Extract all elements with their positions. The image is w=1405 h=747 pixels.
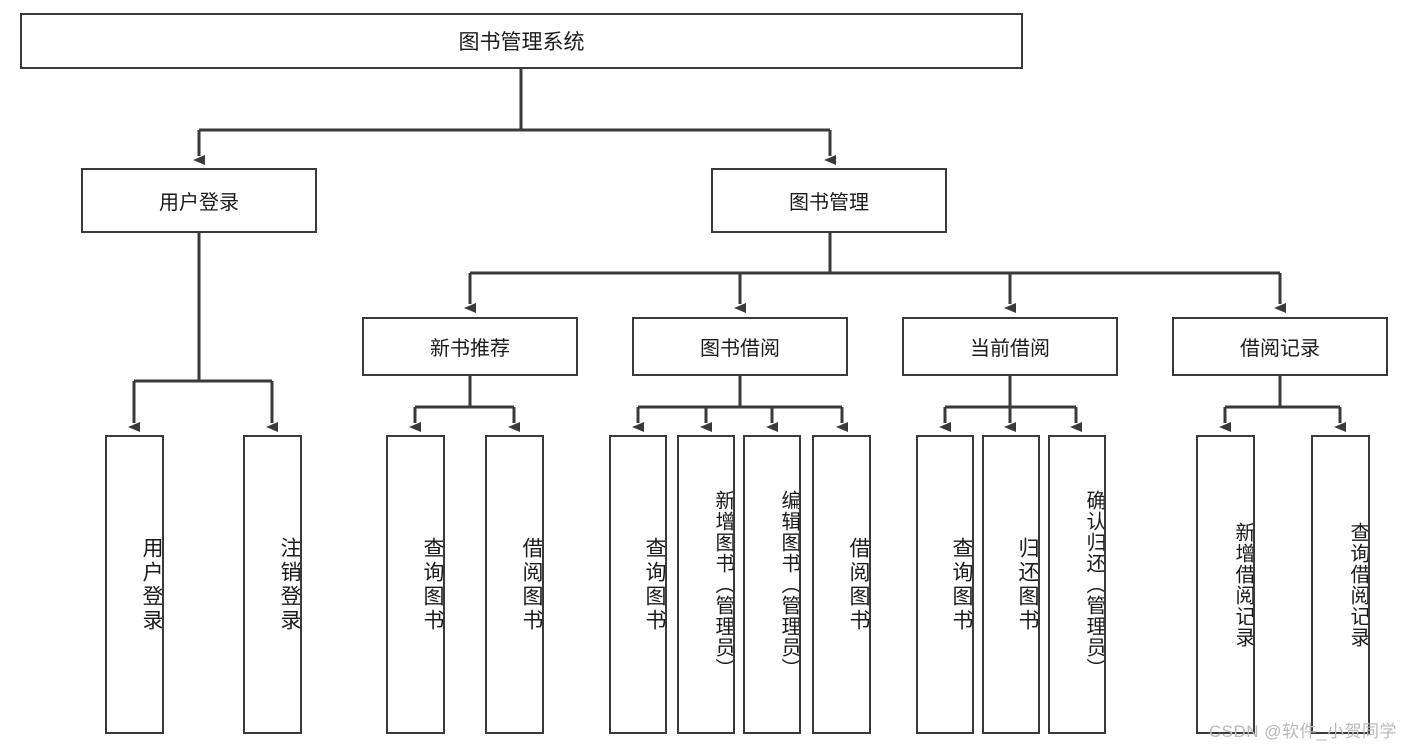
leaf-recommend-borrow-book[interactable]: 借阅图书	[485, 435, 544, 734]
node-label: 编辑图书（管理员）	[778, 490, 800, 679]
leaf-borrow-query-book[interactable]: 查询图书	[609, 435, 667, 734]
leaf-current-confirm-return-admin[interactable]: 确认归还（管理员）	[1048, 435, 1106, 734]
node-label: 图书管理	[789, 192, 869, 214]
node-label: 用户登录	[159, 192, 239, 214]
node-user-login[interactable]: 用户登录	[81, 168, 317, 233]
leaf-borrow-edit-book-admin[interactable]: 编辑图书（管理员）	[743, 435, 801, 734]
leaf-record-add-record[interactable]: 新增借阅记录	[1196, 435, 1255, 734]
node-root-system[interactable]: 图书管理系统	[20, 13, 1023, 69]
node-book-borrow[interactable]: 图书借阅	[632, 317, 848, 376]
csdn-watermark: CSDN @软件_小贺同学	[1208, 722, 1397, 741]
node-new-book-recommend[interactable]: 新书推荐	[362, 317, 578, 376]
node-label: 新增图书（管理员）	[712, 490, 734, 679]
node-book-management[interactable]: 图书管理	[711, 168, 947, 233]
leaf-current-query-book[interactable]: 查询图书	[916, 435, 974, 734]
node-current-borrow[interactable]: 当前借阅	[902, 317, 1118, 376]
node-label: 当前借阅	[970, 338, 1050, 360]
leaf-user-login-signout[interactable]: 注销登录	[243, 435, 302, 734]
node-label: 借阅图书	[520, 536, 543, 633]
node-label: 查询图书	[421, 536, 444, 633]
node-label: 用户登录	[140, 536, 163, 633]
leaf-user-login-signin[interactable]: 用户登录	[105, 435, 164, 734]
node-label: 确认归还（管理员）	[1083, 490, 1105, 679]
node-label: 查询图书	[950, 536, 973, 633]
node-label: 注销登录	[278, 536, 301, 633]
node-label: 图书借阅	[700, 338, 780, 360]
leaf-current-return-book[interactable]: 归还图书	[982, 435, 1040, 734]
node-borrow-record[interactable]: 借阅记录	[1172, 317, 1388, 376]
node-label: 查询借阅记录	[1347, 521, 1369, 648]
node-label: 图书管理系统	[458, 31, 585, 54]
leaf-borrow-borrow-book[interactable]: 借阅图书	[812, 435, 871, 734]
leaf-record-query-record[interactable]: 查询借阅记录	[1311, 435, 1370, 734]
leaf-borrow-add-book-admin[interactable]: 新增图书（管理员）	[677, 435, 735, 734]
node-label: 借阅记录	[1240, 338, 1320, 360]
node-label: 新书推荐	[430, 338, 510, 360]
node-label: 归还图书	[1016, 536, 1039, 633]
node-label: 查询图书	[643, 536, 666, 633]
leaf-recommend-query-book[interactable]: 查询图书	[386, 435, 445, 734]
node-label: 新增借阅记录	[1232, 521, 1254, 648]
node-label: 借阅图书	[847, 536, 870, 633]
